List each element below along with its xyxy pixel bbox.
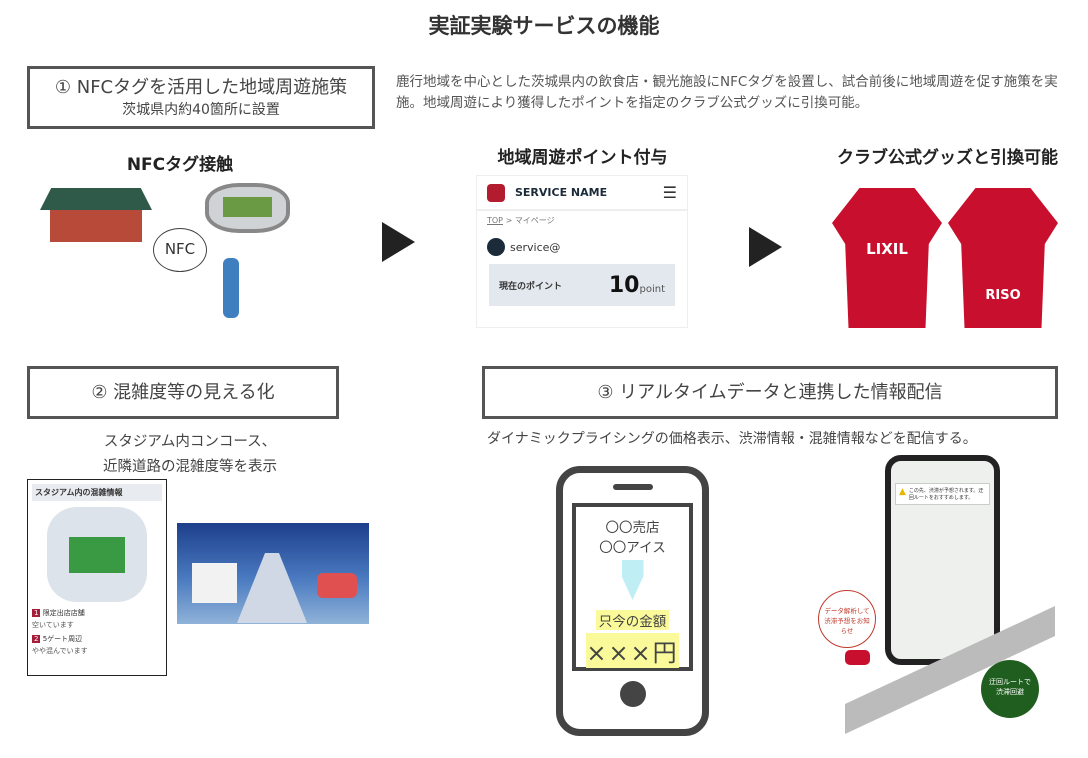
arrow-right-icon xyxy=(382,222,415,262)
item1-number: 1 xyxy=(32,609,41,617)
menu-icon[interactable]: ☰ xyxy=(662,183,677,202)
price-value: ×××円 xyxy=(586,633,679,668)
traffic-info-illustration: ▲この先、渋滞が予想されます。迂回ルートをおすすめします。 データ解析して渋滞予… xyxy=(815,455,1060,734)
step2-heading: 地域周遊ポイント付与 xyxy=(497,148,668,168)
jersey-sponsor-back: RISO xyxy=(985,288,1021,303)
section1-sub: 茨城県内約40箇所に設置 xyxy=(122,102,280,118)
step3-heading: クラブ公式グッズと引換可能 xyxy=(837,148,1058,168)
section2-line2: 近隣道路の混雑度等を表示 xyxy=(103,459,277,475)
breadcrumb-top[interactable]: TOP xyxy=(487,216,504,225)
section2-heading: ② 混雑度等の見える化 xyxy=(27,366,339,419)
prediction-bubble: データ解析して渋滞予想をお知らせ xyxy=(818,590,876,648)
page-title: 実証実験サービスの機能 xyxy=(428,14,660,38)
traffic-jam-illustration xyxy=(177,523,369,624)
item-name: 〇〇アイス xyxy=(599,540,666,556)
nfc-badge: NFC xyxy=(153,228,207,272)
nfc-illustration: NFC xyxy=(35,178,290,328)
section3-heading: ③ リアルタイムデータと連携した情報配信 xyxy=(482,366,1058,419)
traffic-alert: ▲この先、渋滞が予想されます。迂回ルートをおすすめします。 xyxy=(895,483,990,505)
user-avatar-icon xyxy=(487,238,505,256)
phone-home-button-icon xyxy=(619,681,646,707)
person-icon xyxy=(223,258,239,318)
section2-line1: スタジアム内コンコース、 xyxy=(103,434,277,450)
shrine-roof-icon xyxy=(40,188,152,210)
section1-heading: ① NFCタグを活用した地域周遊施策 xyxy=(54,77,348,98)
stadium-diagram xyxy=(47,507,147,602)
section3-description: ダイナミックプライシングの価格表示、渋滞情報・混雑情報などを配信する。 xyxy=(487,431,977,447)
item1-name: 限定出店店舗 xyxy=(42,609,85,617)
club-logo-icon xyxy=(487,183,505,202)
item2-number: 2 xyxy=(32,635,41,643)
shop-name: 〇〇売店 xyxy=(605,520,660,536)
points-value: 10 xyxy=(608,272,640,298)
section1-description: 鹿行地域を中心とした茨城県内の飲食店・観光施設にNFCタグを設置し、試合前後に地… xyxy=(396,74,1058,111)
breadcrumb-sep: > xyxy=(505,216,513,225)
map-title: スタジアム内の混雑情報 xyxy=(32,484,162,501)
app-screenshot: SERVICE NAME ☰ TOP > マイページ service@ 現在のポ… xyxy=(476,175,688,328)
stadium-icon xyxy=(205,183,290,233)
jersey-sponsor-front: LIXIL xyxy=(866,240,908,258)
stadium-congestion-map: スタジアム内の混雑情報 1 限定出店店舗 空いています 2 5ゲート周辺 やや混… xyxy=(27,479,167,676)
breadcrumb-page: マイページ xyxy=(514,216,555,225)
jersey-front: LIXIL xyxy=(832,188,942,328)
item2-name: 5ゲート周辺 xyxy=(42,635,83,643)
red-car-icon xyxy=(845,650,870,665)
arrow-right-icon xyxy=(749,227,782,267)
price-label: 只今の金額 xyxy=(595,610,670,630)
section2-description: スタジアム内コンコース、 近隣道路の混雑度等を表示 xyxy=(40,430,340,480)
user-name: service@ xyxy=(510,240,561,254)
section1-heading-box: ① NFCタグを活用した地域周遊施策 茨城県内約40箇所に設置 xyxy=(27,66,375,129)
shrine-body-icon xyxy=(50,210,142,242)
item1-status: 空いています xyxy=(32,621,74,629)
alert-text: この先、渋滞が予想されます。迂回ルートをおすすめします。 xyxy=(908,488,984,501)
points-unit: point xyxy=(639,283,665,295)
warning-icon: ▲ xyxy=(899,487,906,497)
detour-bubble: 迂回ルートで渋滞回避 xyxy=(981,660,1039,718)
jersey-back: RISO xyxy=(948,188,1058,328)
phone-speaker-icon xyxy=(612,484,653,490)
item2-status: やや混んでいます xyxy=(32,647,88,655)
step1-heading: NFCタグ接触 xyxy=(126,155,234,175)
points-label: 現在のポイント xyxy=(499,281,563,292)
ice-cream-icon xyxy=(621,560,644,600)
phone-pricing: 〇〇売店 〇〇アイス 只今の金額 ×××円 xyxy=(556,466,709,736)
service-name: SERVICE NAME xyxy=(515,186,608,199)
smartphone-map: ▲この先、渋滞が予想されます。迂回ルートをおすすめします。 xyxy=(885,455,1000,665)
